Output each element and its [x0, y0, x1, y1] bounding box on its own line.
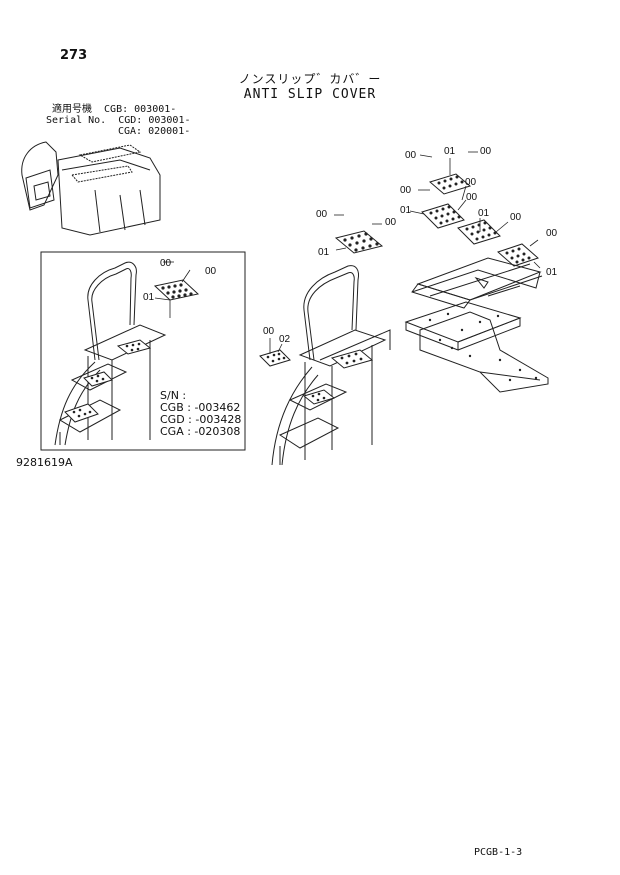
pad-upper-1	[428, 173, 472, 195]
callout-ml-1: 00	[263, 326, 275, 337]
page-reference: PCGB-1-3	[474, 847, 523, 858]
callout-ur-12: 00	[546, 228, 558, 239]
main-pad-small	[259, 349, 291, 367]
cab-thumbnail	[21, 141, 161, 236]
inset-pad-top	[153, 279, 200, 301]
serial-line-japanese: 適用号機 CGB: 003001-	[52, 104, 177, 115]
floor-plates	[404, 257, 549, 393]
callout-ur-1: 00	[405, 150, 417, 161]
inset-callout-3: 01	[143, 292, 155, 303]
callout-ml-2: 02	[279, 334, 291, 345]
callout-ur-6: 00	[466, 192, 478, 203]
main-pad-mid	[302, 389, 336, 405]
callout-ur-13: 01	[546, 267, 558, 278]
main-pad-left	[334, 230, 384, 254]
inset-callout-1: 00	[160, 258, 172, 269]
inset-frame	[40, 251, 246, 451]
callout-ur-4: 00	[400, 185, 412, 196]
inset-stairs	[54, 261, 167, 446]
pad-upper-2	[421, 203, 465, 229]
sn-line-cgb: CGB : -003462	[160, 401, 241, 414]
callout-ur-2: 01	[444, 146, 456, 157]
sn-label: S/N :	[160, 389, 187, 402]
serial-line-english: Serial No. CGD: 003001-	[46, 115, 191, 126]
inset-pad-low	[64, 403, 99, 423]
inset-pad-mid	[83, 371, 113, 387]
callout-ur-5: 00	[465, 177, 477, 188]
figure-number: 9281619A	[16, 456, 73, 469]
callout-ur-7: 01	[400, 205, 412, 216]
title-japanese: ノンスリップ゛カバ゛ー	[238, 72, 382, 86]
callout-ur-3: 00	[480, 146, 492, 157]
serial-number-block: S/N : CGB : -003462 CGD : -003428 CGA : …	[160, 390, 241, 438]
sn-line-cga: CGA : -020308	[160, 425, 241, 438]
callout-ur-8: 01	[478, 208, 490, 219]
serial-line-cga: CGA: 020001-	[118, 126, 191, 137]
main-stairs	[271, 265, 391, 466]
sn-line-cgd: CGD : -003428	[160, 413, 242, 426]
callout-mid-01: 01	[318, 247, 330, 258]
pad-upper-3	[457, 219, 501, 245]
main-pad-landing	[330, 349, 374, 369]
upper-leaders	[269, 151, 541, 354]
callout-ur-11: 00	[385, 217, 397, 228]
floor-bolts	[428, 312, 538, 382]
page-number: 273	[60, 48, 88, 63]
callout-ur-10: 00	[316, 209, 328, 220]
inset-pad-landing	[116, 339, 152, 355]
inset-leaders	[154, 261, 191, 318]
title-english: ANTI SLIP COVER	[243, 87, 377, 102]
pad-upper-4	[497, 243, 539, 267]
inset-callout-2: 00	[205, 266, 217, 277]
callout-ur-9: 00	[510, 212, 522, 223]
